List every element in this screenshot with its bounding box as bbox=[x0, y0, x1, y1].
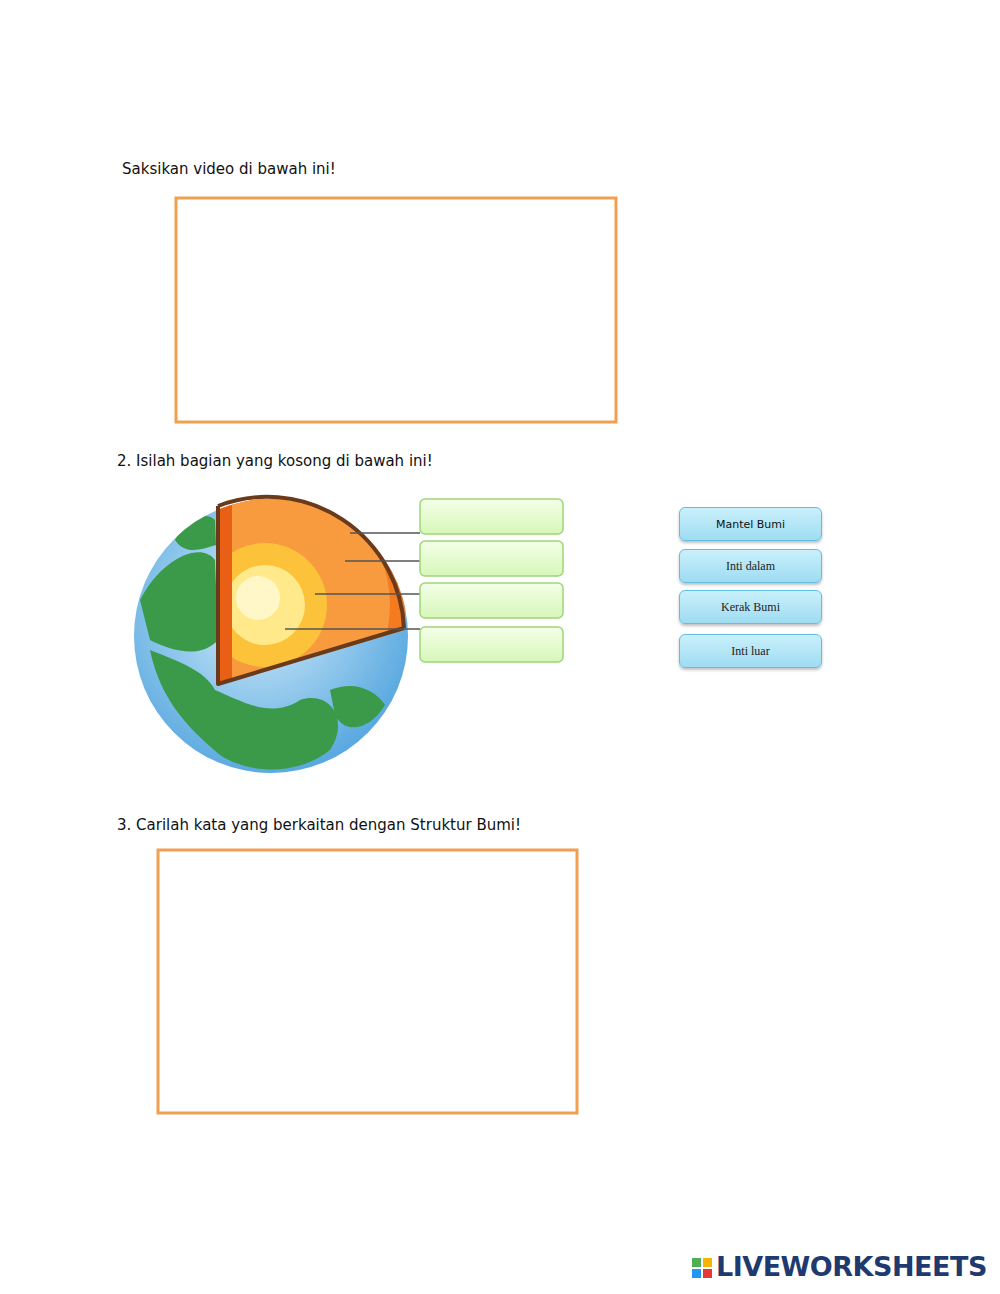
question-text: 2. Isilah bagian yang kosong di bawah in… bbox=[117, 452, 433, 470]
option-text: Inti luar bbox=[731, 644, 769, 659]
answer-option: Mantel Bumi bbox=[679, 507, 822, 541]
option-text: Mantel Bumi bbox=[716, 518, 785, 531]
answer-option: Inti luar bbox=[679, 634, 822, 668]
option-text: Inti dalam bbox=[726, 559, 775, 574]
answer-option: Kerak Bumi bbox=[679, 590, 822, 624]
answer-option: Inti dalam bbox=[679, 549, 822, 583]
watermark: LIVEWORKSHEETS bbox=[716, 1251, 987, 1282]
instruction-text: Saksikan video di bawah ini! bbox=[122, 160, 336, 178]
question-text: 3. Carilah kata yang berkaitan dengan St… bbox=[117, 816, 521, 834]
option-text: Kerak Bumi bbox=[721, 600, 780, 615]
